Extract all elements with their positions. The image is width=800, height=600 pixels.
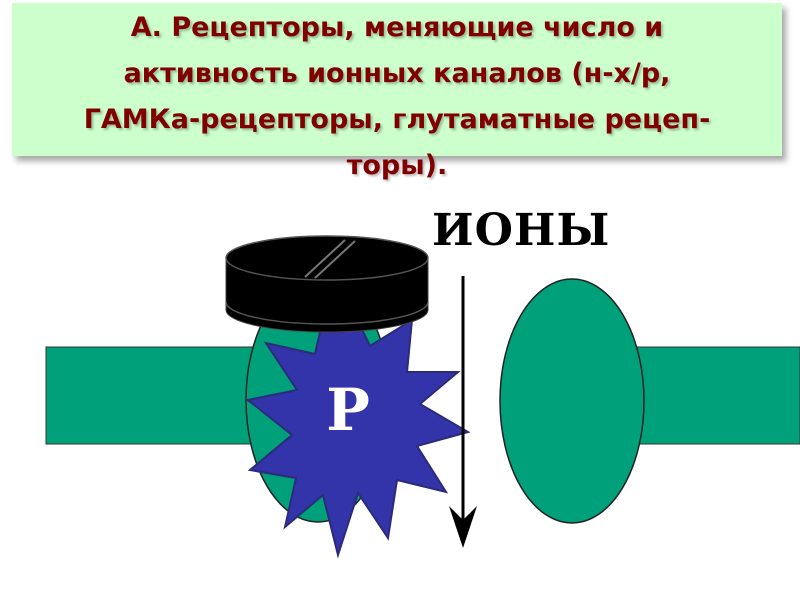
slide-title: А. Рецепторы, меняющие число и активност… <box>12 5 782 189</box>
title-line-2: активность ионных каналов (н-х/р, <box>123 58 671 89</box>
title-line-1: А. Рецепторы, меняющие число и <box>130 12 664 43</box>
channel-protein-right <box>499 278 645 524</box>
receptor-star <box>245 299 471 559</box>
receptor-label: Р <box>326 376 370 444</box>
title-line-4: торы). <box>346 150 448 181</box>
title-line-3: ГАМКа-рецепторы, глутаматные рецеп- <box>83 104 711 135</box>
ions-label: ИОНЫ <box>432 205 611 256</box>
title-background <box>12 3 782 156</box>
ion-flow-arrow <box>449 276 477 548</box>
ligand-disc <box>225 235 429 333</box>
